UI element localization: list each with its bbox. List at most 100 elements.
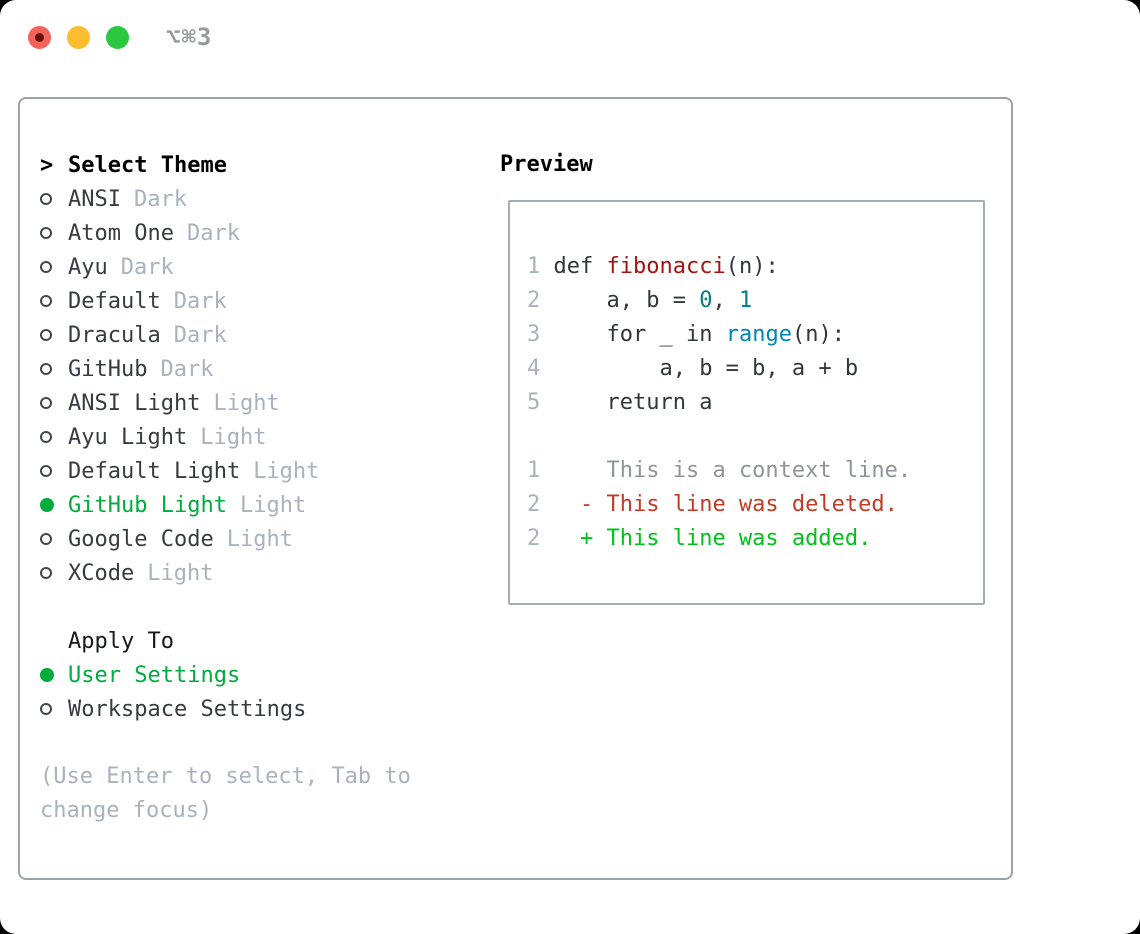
radio-selected-icon: [40, 498, 68, 512]
radio-icon: [40, 567, 68, 579]
theme-variant-label: Dark: [133, 186, 187, 212]
theme-option-label: GitHub: [68, 356, 148, 382]
spacer: [40, 726, 411, 760]
hollow-circle-icon: [40, 703, 52, 715]
apply-to-option-workspace-settings[interactable]: Workspace Settings: [40, 692, 411, 726]
spacer: [40, 590, 411, 624]
line-number: 4: [527, 356, 554, 381]
code-token-keyword: def: [553, 254, 607, 279]
radio-icon: [40, 193, 68, 205]
code-token-plain: [554, 390, 607, 415]
traffic-lights: [28, 26, 129, 49]
radio-icon: [40, 431, 68, 443]
code-line-0: 1 def fibonacci(n):: [527, 250, 983, 284]
theme-variant-label: Light: [239, 492, 307, 518]
select-theme-header: > Select Theme: [40, 148, 411, 182]
close-button[interactable]: [28, 26, 51, 49]
theme-option-label: Dracula: [68, 322, 161, 348]
theme-variant-label: Dark: [173, 288, 227, 314]
line-number: 5: [527, 390, 554, 415]
code-line-2: 3 for _ in range(n):: [527, 318, 983, 352]
code-line-1: 2 a, b = 0, 1: [527, 284, 983, 318]
apply-to-title: Apply To: [68, 628, 174, 654]
code-token-number: 0: [699, 288, 713, 313]
hollow-circle-icon: [40, 533, 52, 545]
hollow-circle-icon: [40, 295, 52, 307]
code-token-deleted: - This line was deleted.: [553, 492, 898, 517]
filled-circle-icon: [40, 668, 54, 682]
theme-option-dracula[interactable]: Dracula Dark: [40, 318, 411, 352]
hollow-circle-icon: [40, 329, 52, 341]
theme-variant-label: Dark: [186, 220, 240, 246]
apply-to-option-user-settings[interactable]: User Settings: [40, 658, 411, 692]
code-token-added: + This line was added.: [553, 526, 872, 551]
filled-circle-icon: [40, 498, 54, 512]
code-line-7: 2 - This line was deleted.: [527, 488, 983, 522]
cursor-marker: >: [40, 153, 68, 178]
radio-icon: [40, 397, 68, 409]
line-number: 2: [527, 492, 554, 517]
theme-variant-label: Light: [200, 424, 267, 450]
theme-option-label: Atom One: [68, 220, 174, 246]
code-token-keyword: in: [685, 322, 713, 347]
hollow-circle-icon: [40, 397, 52, 409]
hollow-circle-icon: [40, 431, 52, 443]
code-token-plain: ,: [712, 288, 739, 313]
radio-icon: [40, 533, 68, 545]
theme-option-label: ANSI: [68, 186, 121, 212]
theme-variant-label: Light: [147, 560, 214, 586]
minimize-button[interactable]: [67, 26, 90, 49]
code-line-8: 2 + This line was added.: [527, 522, 983, 556]
code-token-plain: [712, 322, 725, 347]
hint-text-line1: (Use Enter to select, Tab to: [40, 764, 411, 789]
cursor-icon: >: [40, 152, 54, 178]
theme-option-ansi[interactable]: ANSI Dark: [40, 182, 411, 216]
code-line-5: [527, 420, 983, 454]
code-token-plain: [554, 322, 607, 347]
theme-option-atom-one[interactable]: Atom One Dark: [40, 216, 411, 250]
code-line-3: 4 a, b = b, a + b: [527, 352, 983, 386]
theme-variant-label: Light: [226, 526, 293, 552]
radio-icon: [40, 465, 68, 477]
code-token-builtin: range: [725, 322, 792, 347]
theme-variant-label: Dark: [173, 322, 227, 348]
apply-to-header: Apply To: [40, 624, 411, 658]
radio-icon: [40, 363, 68, 375]
code-token-plain: a, b =: [553, 288, 700, 313]
zoom-button[interactable]: [106, 26, 129, 49]
theme-option-ayu-light[interactable]: Ayu Light Light: [40, 420, 411, 454]
radio-icon: [40, 261, 68, 273]
code-token-plain: a: [685, 390, 713, 415]
hollow-circle-icon: [40, 363, 52, 375]
theme-option-github[interactable]: GitHub Dark: [40, 352, 411, 386]
theme-option-label: XCode: [68, 560, 135, 586]
theme-option-xcode[interactable]: XCode Light: [40, 556, 411, 590]
select-theme-title: Select Theme: [68, 152, 227, 178]
theme-option-label: Default Light: [68, 458, 241, 484]
radio-icon: [40, 295, 68, 307]
hollow-circle-icon: [40, 567, 52, 579]
hollow-circle-icon: [40, 465, 52, 477]
hint-text-line2: change focus): [40, 798, 213, 823]
radio-icon: [40, 703, 68, 715]
apply-to-option-label: User Settings: [68, 662, 241, 688]
code-line-4: 5 return a: [527, 386, 983, 420]
theme-variant-label: Dark: [160, 356, 214, 382]
preview-title: Preview: [500, 152, 593, 177]
code-token-title: fibonacci: [606, 254, 726, 279]
code-token-plain: _: [646, 322, 686, 347]
hollow-circle-icon: [40, 261, 52, 273]
theme-option-label: Ayu Light: [68, 424, 188, 450]
radio-icon: [40, 329, 68, 341]
